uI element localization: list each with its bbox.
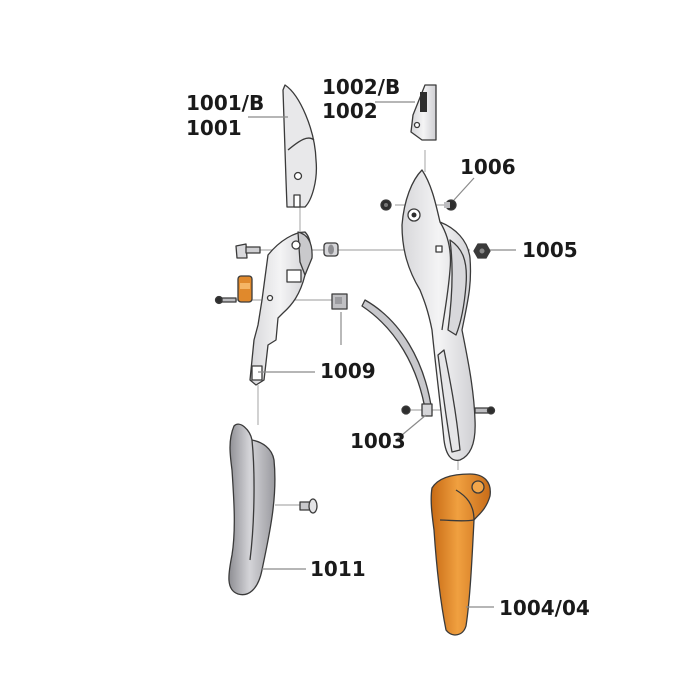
label-1005: 1005 (522, 238, 578, 262)
anvil-icon (410, 84, 437, 141)
label-1004-04: 1004/04 (499, 596, 590, 620)
grip-icon (228, 423, 276, 596)
label-1009: 1009 (320, 359, 376, 383)
bushing-icon (323, 242, 339, 257)
bolt-icon (235, 243, 261, 259)
nut-icon (380, 199, 392, 211)
label-1002: 1002 (322, 99, 378, 123)
orange-grip-icon (430, 473, 491, 636)
nut-1005-icon (473, 243, 491, 259)
label-1002b: 1002/B (322, 75, 400, 99)
label-1003: 1003 (350, 429, 406, 453)
bolt-1006-icon (444, 199, 457, 211)
leader-lines (248, 101, 516, 608)
screw-1003-icon (401, 405, 411, 415)
screw-icon (214, 295, 237, 305)
label-1001b: 1001/B (186, 91, 264, 115)
square-nut-icon (331, 293, 348, 310)
spring-1003-icon (361, 299, 433, 417)
grip-screw-icon (299, 498, 318, 514)
spring-icon (237, 275, 253, 303)
label-1001: 1001 (186, 116, 242, 140)
screw-right-icon (474, 406, 496, 415)
label-1011: 1011 (310, 557, 366, 581)
label-1006: 1006 (460, 155, 516, 179)
blade-icon (282, 84, 318, 208)
lower-lever (249, 231, 313, 386)
main-lever-body (401, 169, 476, 462)
